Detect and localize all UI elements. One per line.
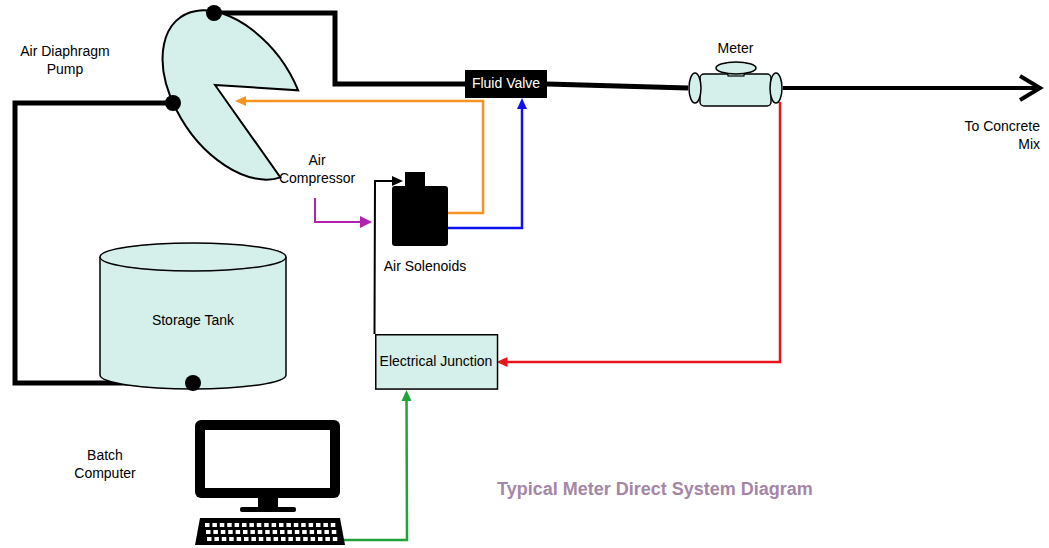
connector-line [375, 181, 395, 334]
connector-line [547, 84, 688, 88]
node-label: Air Solenoids [375, 258, 475, 276]
air-diaphragm-pump-shape [160, 5, 305, 190]
connector [343, 390, 412, 540]
flow-meter: Meter [688, 40, 783, 112]
arrowhead [235, 96, 246, 106]
outlet-pipe [783, 86, 1036, 90]
diagram-title: Typical Meter Direct System Diagram [497, 478, 813, 501]
compressor-arrowhead [360, 216, 372, 228]
electrical-junction: Electrical Junction [375, 334, 498, 390]
arrowhead [517, 98, 527, 109]
connector-line [448, 107, 522, 228]
fluid-valve: Fluid Valve [465, 70, 547, 98]
node-label: Batch Computer [60, 447, 150, 482]
node-label: Meter [688, 40, 783, 58]
node-label: Air Diaphragm Pump [10, 43, 120, 78]
arrowhead [497, 357, 508, 367]
compressor-air-line [315, 198, 361, 222]
batch-computer-shape [40, 415, 350, 547]
node-label: Storage Tank [98, 312, 288, 330]
connector [497, 102, 781, 367]
air-diaphragm-pump: Air Diaphragm Pump [160, 5, 305, 190]
outlet-arrowhead [1020, 76, 1040, 100]
node-label: Fluid Valve [465, 75, 547, 93]
storage-tank: Storage Tank [98, 240, 288, 390]
batch-computer: Batch Computer [40, 415, 350, 547]
air-solenoids: Air Solenoids [375, 168, 475, 280]
arrowhead [402, 390, 412, 401]
connector [448, 98, 527, 228]
compressor-label: Air Compressor [272, 152, 362, 187]
connector-line [343, 399, 407, 540]
connector-layer [15, 13, 780, 540]
arrowhead [392, 176, 403, 186]
connector [547, 84, 688, 88]
destination-label: To Concrete Mix [945, 118, 1040, 153]
node-label: Electrical Junction [375, 353, 498, 371]
connector-line [506, 102, 781, 362]
